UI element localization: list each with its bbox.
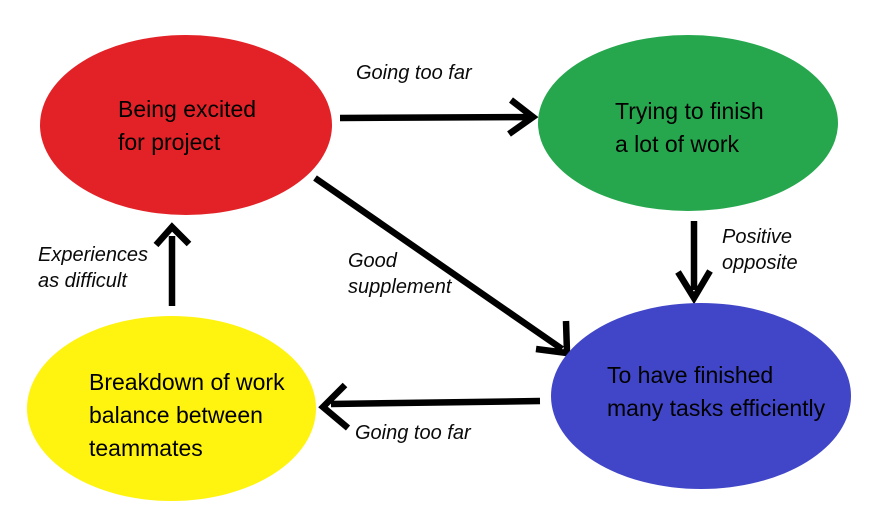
node-breakdown-balance-label: Breakdown of work balance between teamma…	[89, 369, 285, 461]
node-trying-to-finish: Trying to finish a lot of work	[538, 35, 838, 211]
arrow-excited-to-trying	[339, 97, 539, 137]
node-finished-tasks-label: To have finished many tasks efficiently	[607, 362, 826, 421]
arrow-trying-to-finished	[675, 221, 713, 305]
edge-label-good-supplement: Good supplement	[348, 250, 452, 298]
node-being-excited-label: Being excited for project	[118, 96, 257, 155]
node-finished-tasks: To have finished many tasks efficiently	[551, 303, 851, 489]
edge-label-experiences-as-difficult: Experiences as difficult	[38, 244, 149, 292]
arrow-breakdown-to-excited	[153, 222, 192, 306]
edge-label-going-too-far-top: Going too far	[356, 62, 472, 84]
arrow-finished-to-breakdown	[318, 382, 541, 431]
node-trying-to-finish-label: Trying to finish a lot of work	[615, 98, 764, 157]
node-being-excited: Being excited for project	[40, 35, 332, 215]
edge-label-positive-opposite: Positive opposite	[722, 226, 798, 274]
node-breakdown-balance: Breakdown of work balance between teamma…	[27, 316, 316, 501]
edge-label-going-too-far-bottom: Going too far	[355, 422, 471, 444]
